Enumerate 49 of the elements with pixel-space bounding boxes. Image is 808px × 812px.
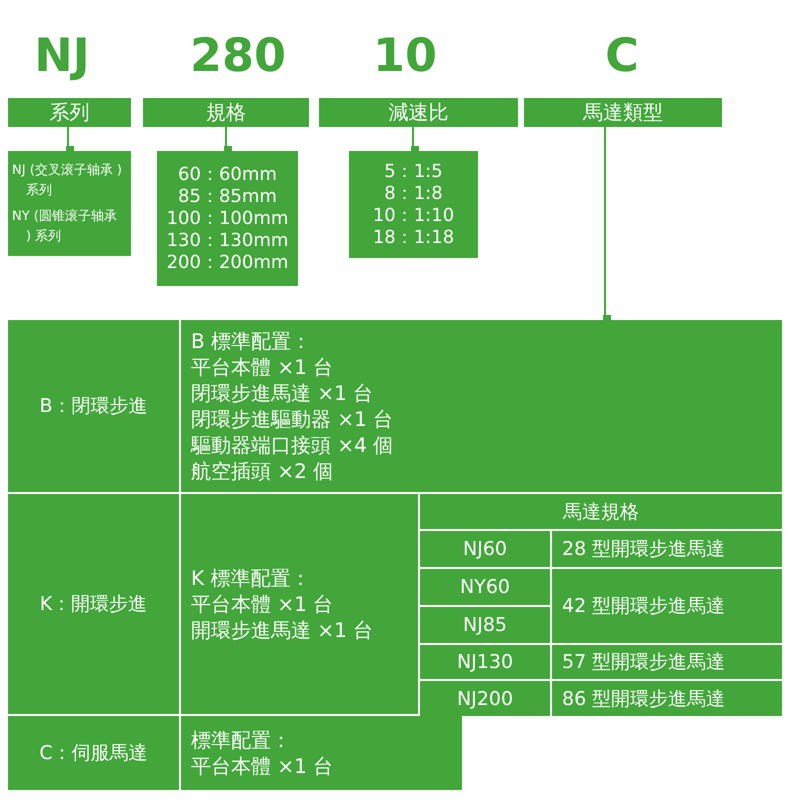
model-code: C [604,32,640,78]
category-header: 系列 [8,98,131,127]
model-code: 280 [188,32,288,78]
config-text: 開環步進馬達 ×1 台 [191,617,374,643]
category-header: 規格 [143,98,309,127]
option-text: 5：1:5 [384,160,443,182]
table-cell: NJ60 [420,531,550,567]
config-text: 平台本體 ×1 台 [191,591,334,617]
config-cell [181,494,418,714]
option-text: 200：200mm [166,252,288,274]
config-text: K 標準配置： [191,565,312,591]
option-text: 100：100mm [166,208,288,230]
config-text: 驅動器端口接頭 ×4 個 [191,432,394,458]
config-text: 標準配置： [191,727,292,753]
model-code: NJ [33,32,91,78]
option-box [349,151,478,258]
row-label-cell: K：開環步進 [8,494,179,714]
option-text: 18：1:18 [372,226,454,248]
config-text: 平台本體 ×1 台 [191,354,334,380]
category-header: 馬達類型 [524,98,722,127]
table-header-cell: 馬達規格 [420,494,782,529]
table-cell: NY60 [420,569,550,605]
table-cell: 57 型開環步進馬達 [552,645,782,679]
table-cell: 28 型開環步進馬達 [552,531,782,567]
option-text: 130：130mm [166,230,288,252]
option-text: 8：1:8 [384,182,443,204]
table-cell: NJ200 [420,681,550,716]
config-text: 平台本體 ×1 台 [191,753,334,779]
option-text: 60：60mm [178,164,277,186]
config-text: 閉環步進馬達 ×1 台 [191,380,374,406]
config-text: 航空插頭 ×2 個 [191,458,334,484]
config-text: 閉環步進驅動器 ×1 台 [191,406,394,432]
config-cell [181,716,462,790]
table-cell: 42 型開環步進馬達 [552,569,782,643]
option-text: NJ (交叉滚子轴承 ) 系列 [12,162,123,200]
row-label-cell: C：伺服馬達 [8,716,179,790]
config-text: B 標準配置： [191,328,312,354]
config-cell [181,320,782,492]
option-box [157,151,298,286]
row-label-cell: B：閉環步進 [8,320,179,492]
table-cell: NJ85 [420,607,550,643]
option-text: NY (圆锥滚子轴承 ) 系列 [12,208,118,246]
category-header: 減速比 [319,98,518,127]
option-text: 85：85mm [178,186,277,208]
table-cell: 86 型開環步進馬達 [552,681,782,716]
model-code: 10 [372,32,438,78]
option-text: 10：1:10 [372,204,454,226]
option-box [8,151,131,256]
table-cell: NJ130 [420,645,550,679]
